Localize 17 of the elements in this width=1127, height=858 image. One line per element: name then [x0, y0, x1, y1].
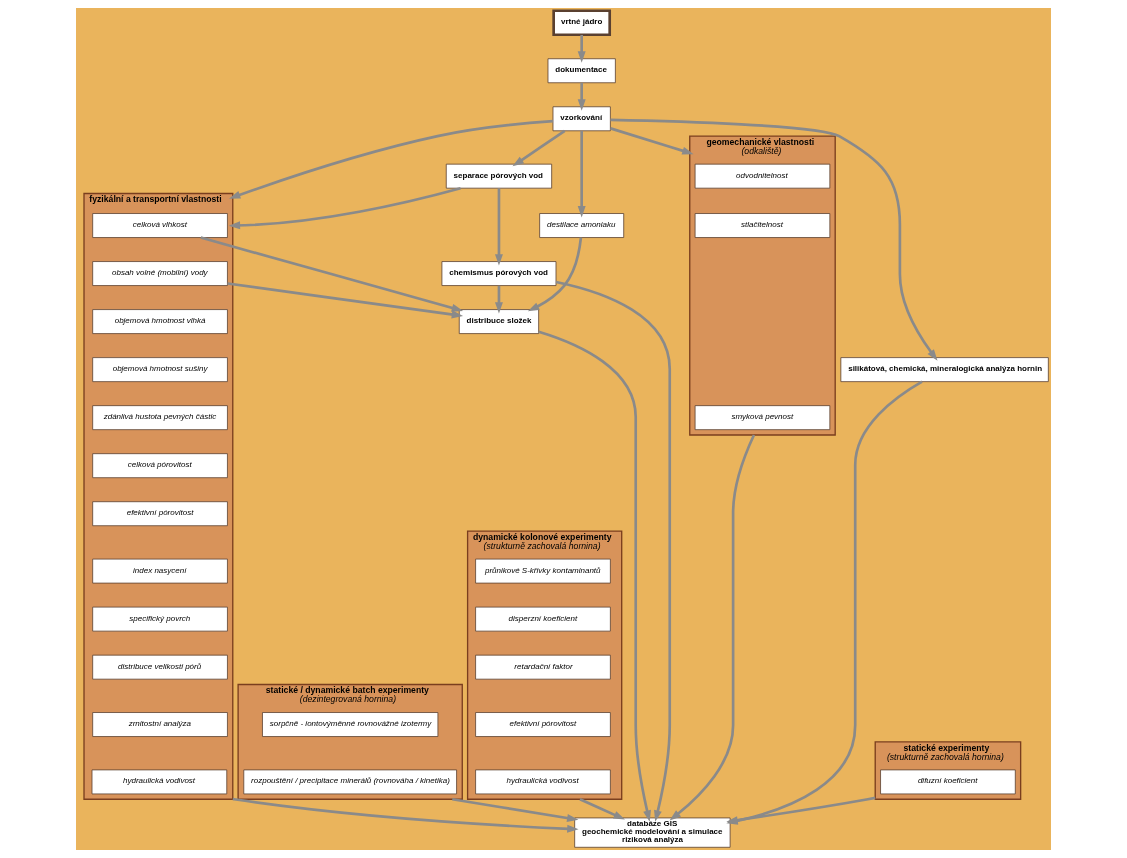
arrow	[610, 127, 694, 155]
arrow	[669, 434, 756, 821]
arrow	[512, 129, 566, 167]
arrow	[538, 330, 651, 822]
arrow	[200, 236, 464, 312]
arrow	[577, 34, 586, 63]
arrow	[527, 237, 583, 312]
arrow	[494, 188, 503, 266]
arrow	[227, 282, 464, 319]
arrow	[232, 797, 579, 833]
arrow	[555, 280, 672, 822]
arrow	[577, 82, 586, 111]
arrow	[228, 186, 461, 230]
arrow	[452, 797, 579, 822]
arrow	[579, 798, 625, 820]
arrow	[610, 118, 938, 361]
arrow	[577, 130, 586, 218]
